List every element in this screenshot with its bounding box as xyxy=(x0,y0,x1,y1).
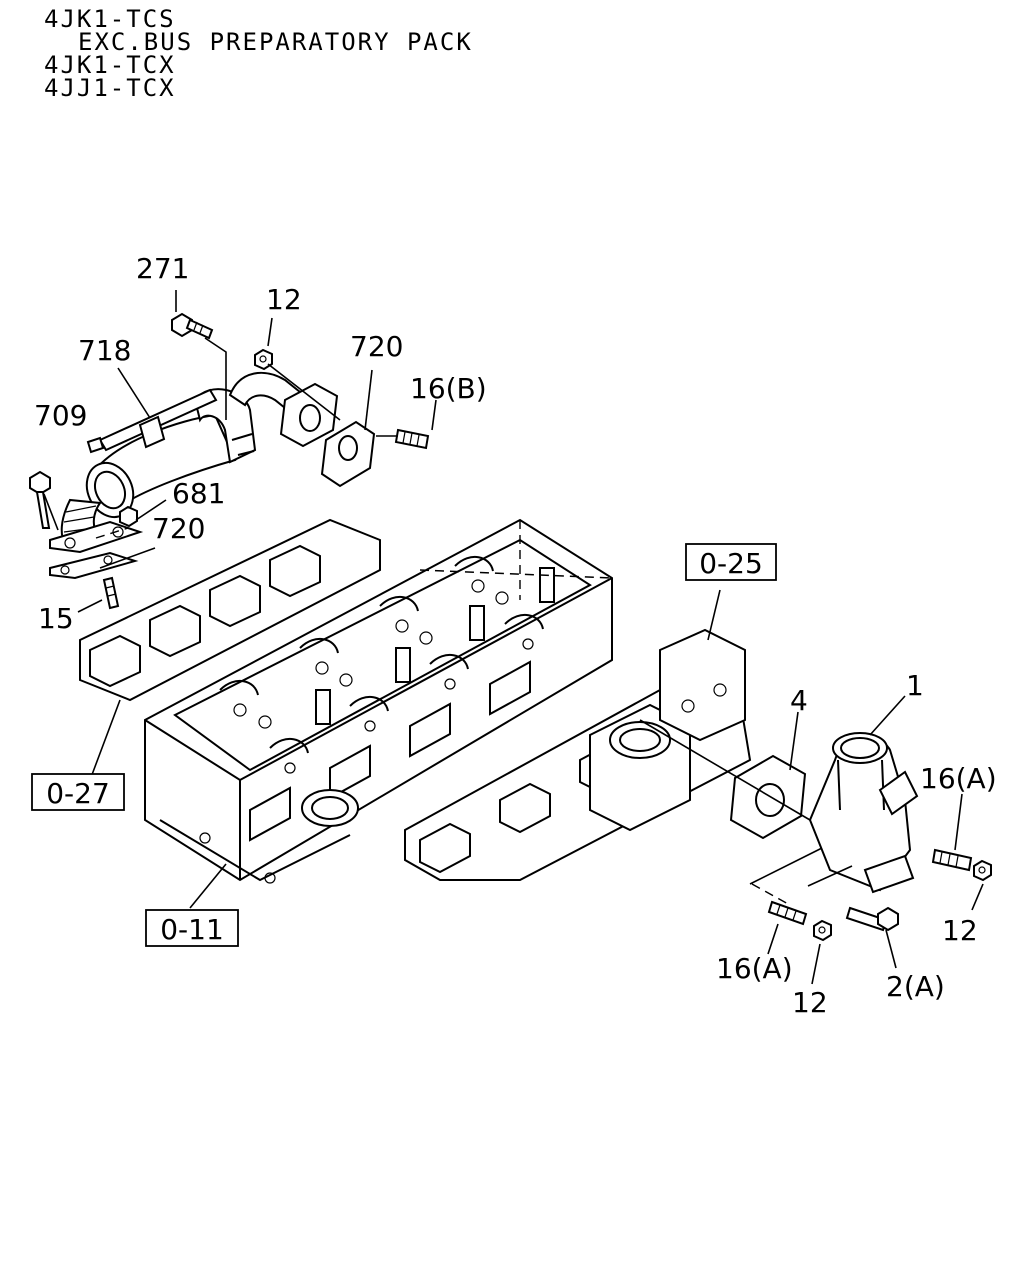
callout-12-right: 12 xyxy=(942,914,978,947)
ref-box-011[interactable]: 0-11 xyxy=(145,909,239,947)
model-header: 4JK1-TCS EXC.BUS PREPARATORY PACK 4JK1-T… xyxy=(44,5,473,102)
callout-16a-right: 16(A) xyxy=(920,762,997,795)
model-line-4: 4JJ1-TCX xyxy=(44,74,176,102)
ref-box-027[interactable]: 0-27 xyxy=(31,773,125,811)
callout-709: 709 xyxy=(34,399,87,432)
callout-681: 681 xyxy=(172,477,225,510)
callout-4: 4 xyxy=(790,684,808,717)
ref-label-027: 0-27 xyxy=(46,777,110,810)
callout-labels: 271 12 718 720 16(B) 709 681 720 15 1 4 … xyxy=(34,252,997,1019)
ref-box-025[interactable]: 0-25 xyxy=(685,543,777,581)
callout-16a-bottom: 16(A) xyxy=(716,952,793,985)
callout-2a: 2(A) xyxy=(886,970,945,1003)
callout-271: 271 xyxy=(136,252,189,285)
callout-12-bottom: 12 xyxy=(792,986,828,1019)
callout-718: 718 xyxy=(78,334,131,367)
model-line-1: 4JK1-TCS xyxy=(44,5,176,33)
ref-leader-027 xyxy=(89,699,121,781)
callout-1: 1 xyxy=(906,669,924,702)
egr-cooler-illustration xyxy=(29,290,437,613)
ref-label-025: 0-25 xyxy=(699,547,763,580)
ref-leader-011 xyxy=(189,863,227,909)
callout-720-mid: 720 xyxy=(152,512,205,545)
callout-16b: 16(B) xyxy=(410,372,487,405)
model-line-3: 4JK1-TCX xyxy=(44,51,176,79)
intake-manifold-illustration xyxy=(404,589,992,985)
callout-720-top: 720 xyxy=(350,330,403,363)
model-line-2: EXC.BUS PREPARATORY PACK xyxy=(78,28,473,56)
callout-15: 15 xyxy=(38,602,74,635)
callout-12-top: 12 xyxy=(266,283,302,316)
ref-label-011: 0-11 xyxy=(160,913,224,946)
cylinder-head-illustration xyxy=(79,518,613,884)
